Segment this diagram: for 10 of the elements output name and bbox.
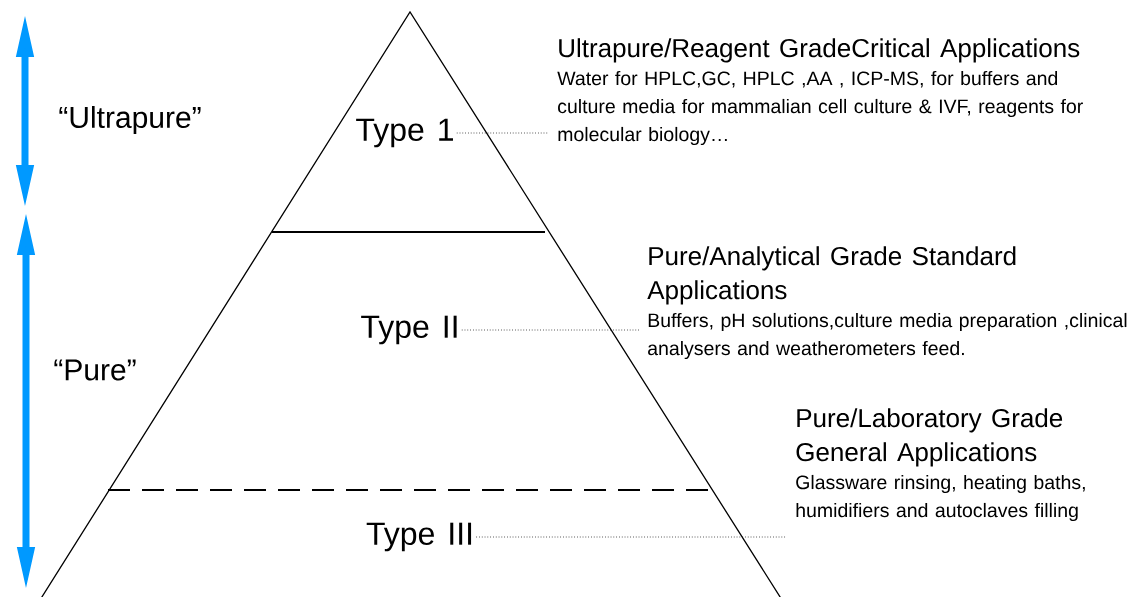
range-label: “Pure” bbox=[54, 359, 136, 381]
type-label: Type III bbox=[366, 522, 472, 552]
description-text: Pure/Laboratory Grade General Applications Glassware rinsing, heating baths, humidifiers and autoclaves filling bbox=[796, 408, 1085, 522]
leader-line bbox=[456, 132, 550, 134]
range-label: “Ultrapure” bbox=[59, 106, 201, 134]
type-label: Type II bbox=[361, 315, 457, 345]
leader-line bbox=[475, 536, 788, 538]
description-text: Ultrapure/Reagent GradeCritical Applications Water for HPLC,GC, HPLC ,AA , ICP-MS, for buffers and culture media for mammalian cell culture & IVF, reagents for molecular biology… bbox=[557, 38, 1083, 146]
description-text: Pure/Analytical Grade Standard Applications Buffers, pH solutions,culture media preparation ,clinical analysers and weatherometers feed. bbox=[647, 246, 1127, 360]
type-label: Type 1 bbox=[356, 118, 453, 148]
